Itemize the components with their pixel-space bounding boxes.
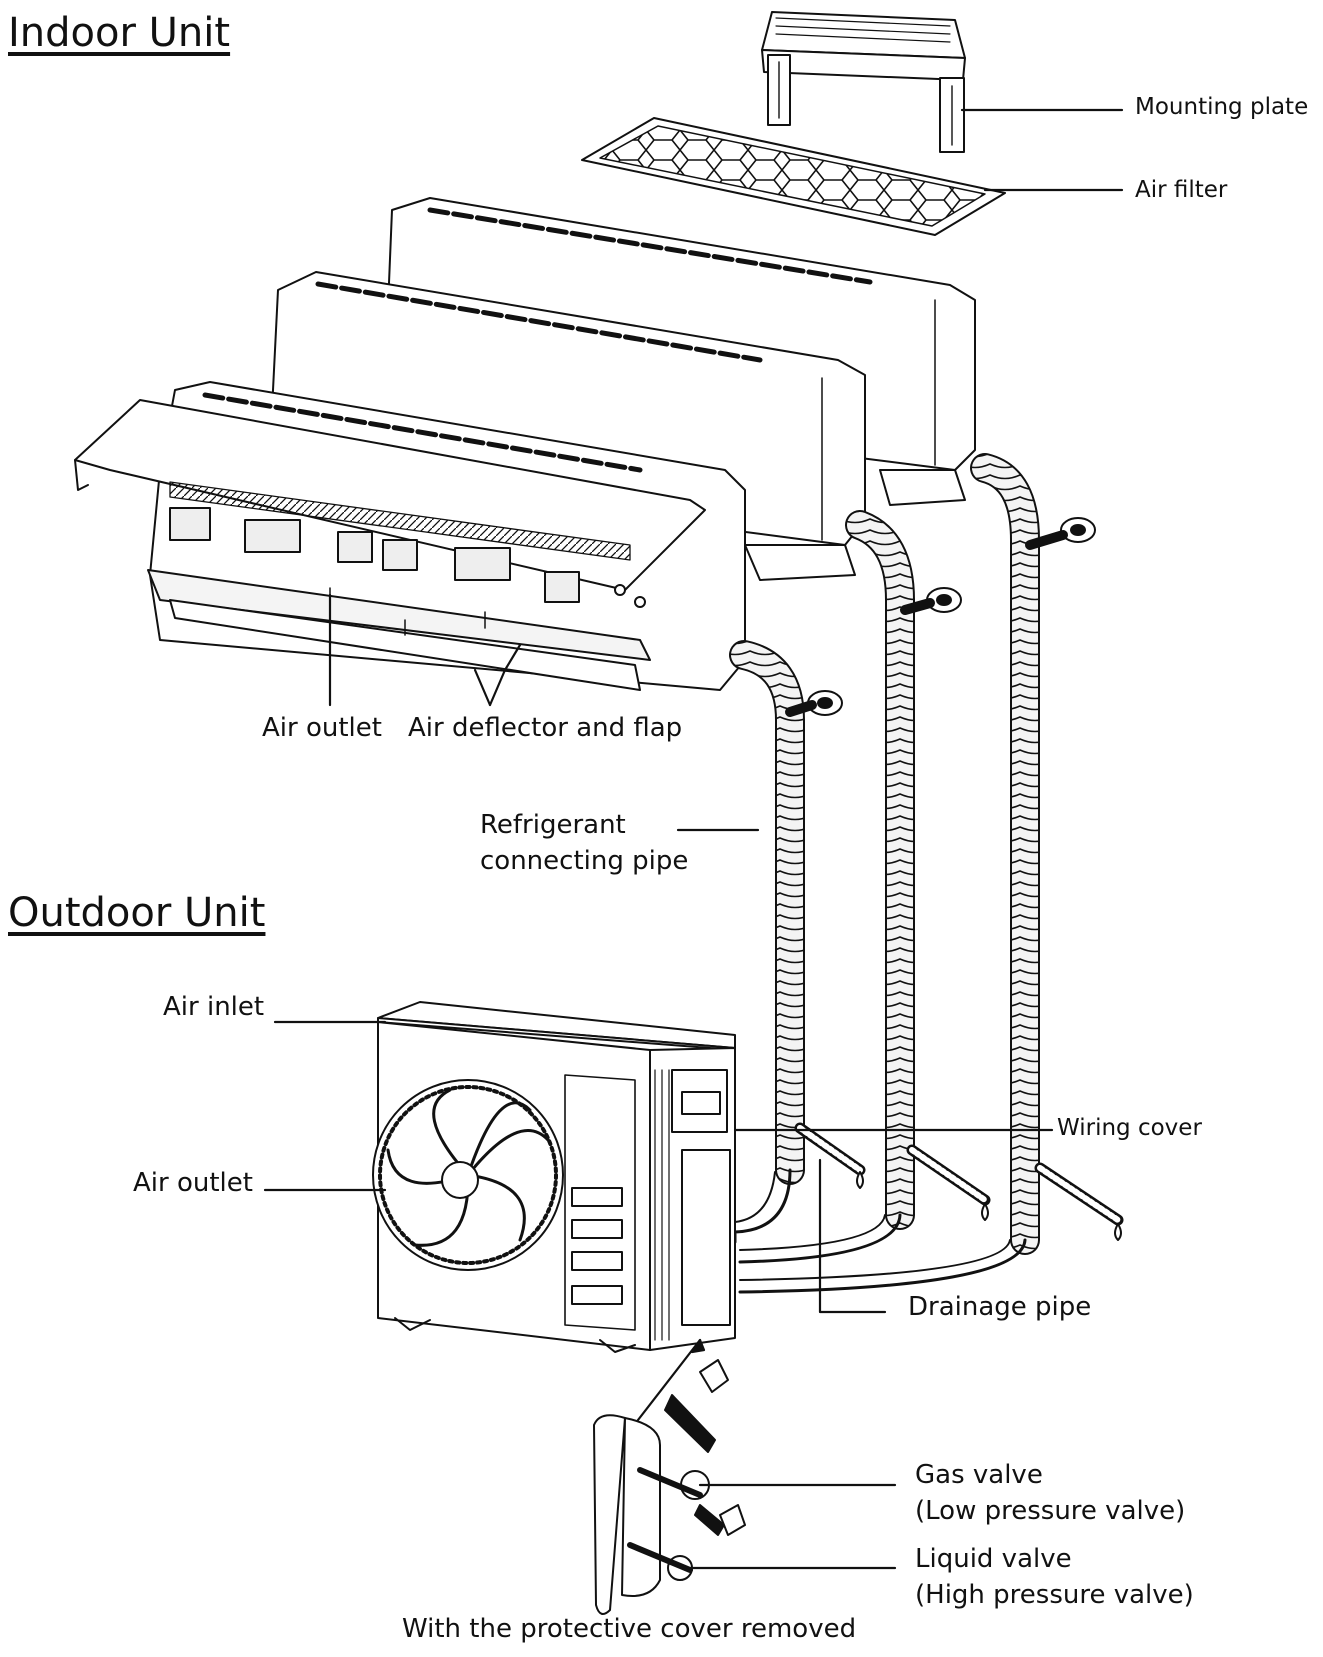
cable-coils [785,517,1096,717]
label-air-inlet: Air inlet [163,992,265,1022]
label-gas-valve-line2: (Low pressure valve) [915,1495,1186,1526]
indoor-unit-1 [74,381,746,691]
label-air-outlet-indoor: Air outlet [262,713,382,743]
label-refrigerant-pipe-line2: connecting pipe [480,845,689,876]
label-air-filter: Air filter [1135,177,1228,203]
label-liquid-valve-line1: Liquid valve [915,1544,1072,1574]
air-filter [581,117,1006,236]
label-liquid-valve: Liquid valve (High pressure valve) [915,1542,1194,1614]
label-gas-valve-line1: Gas valve [915,1460,1043,1490]
label-gas-valve: Gas valve (Low pressure valve) [915,1458,1185,1530]
label-air-outlet-outdoor: Air outlet [133,1168,253,1198]
leader-lines [263,108,1124,1570]
label-refrigerant-pipe: Refrigerant connecting pipe [480,808,688,880]
refrigerant-pipes [729,453,1040,1294]
outdoor-unit-title: Outdoor Unit [8,890,266,936]
mounting-plate [761,11,966,153]
label-liquid-valve-line2: (High pressure valve) [915,1579,1194,1610]
drain-hoses [794,1122,1124,1241]
label-air-deflector-flap: Air deflector and flap [408,713,683,743]
label-cover-removed: With the protective cover removed [402,1614,857,1644]
label-wiring-cover: Wiring cover [1057,1115,1202,1141]
indoor-unit-title: Indoor Unit [8,10,231,56]
label-mounting-plate: Mounting plate [1135,94,1309,120]
label-refrigerant-pipe-line1: Refrigerant [480,810,626,840]
valve-detail [593,1359,746,1615]
label-drainage-pipe: Drainage pipe [908,1292,1092,1322]
outdoor-unit [372,1001,736,1353]
